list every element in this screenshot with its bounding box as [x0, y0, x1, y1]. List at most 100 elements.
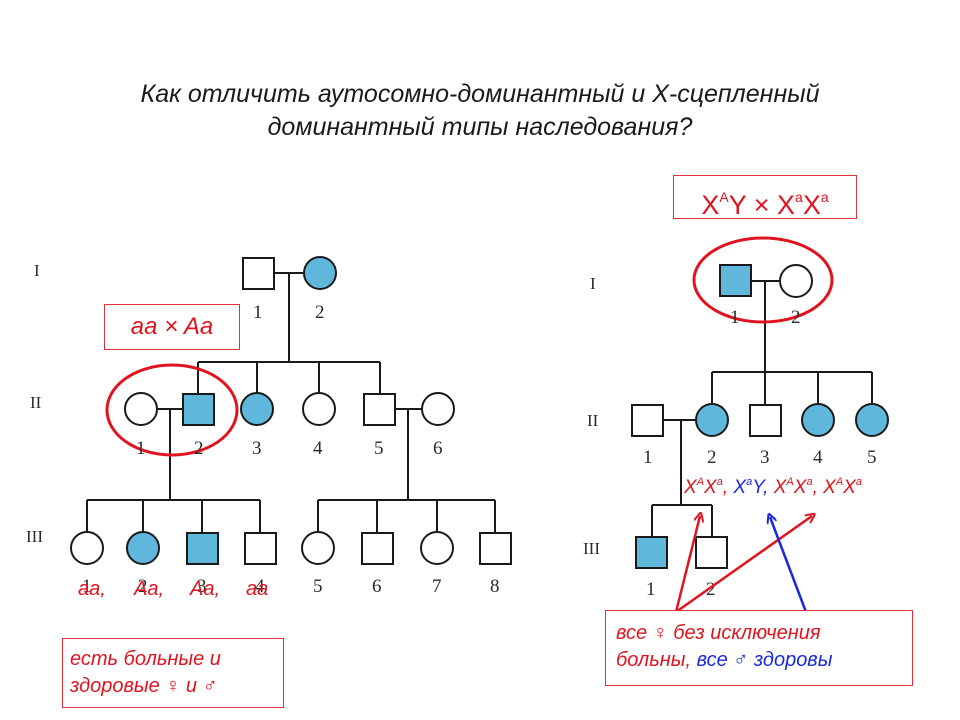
right-num-II-5: 5	[867, 447, 877, 468]
right-individual-numbers: 1 2 1 2 3 4 5 1 2	[643, 307, 877, 600]
left-gen3-female-7	[420, 531, 454, 565]
left-cross-label: aa × Aa	[104, 304, 240, 350]
right-gen3-male-1	[635, 536, 668, 569]
rg2-a: X	[684, 477, 697, 498]
cross-times: ×	[753, 190, 770, 220]
left-individual-numbers: 1 2 1 2 3 4 5 6 1 2 3 4 5 6 7 8	[82, 302, 500, 597]
rg-sep2: ,	[763, 477, 769, 498]
left-pedigree	[70, 256, 512, 565]
left-gen1-female-2	[303, 256, 337, 290]
red-arrow-to-gen2-5	[675, 516, 812, 614]
title-line-2: доминантный типы наследования?	[267, 113, 693, 141]
rg5-b-sup: a	[855, 476, 862, 488]
left-genotype-4: aa	[246, 578, 269, 600]
left-gen3-male-4	[244, 532, 277, 565]
right-num-II-4: 4	[813, 447, 823, 468]
left-num-I-1: 1	[253, 302, 263, 323]
right-generation-labels: I II III	[583, 274, 600, 558]
left-num-III-2: 2	[138, 576, 148, 597]
right-num-I-2: 2	[791, 307, 801, 328]
left-num-I-2: 2	[315, 302, 325, 323]
right-note-line-1: все ♀ без исключения	[616, 622, 821, 644]
right-gen-label-3: III	[583, 539, 600, 558]
left-note-line-1: есть больные и	[70, 648, 221, 670]
right-num-II-1: 1	[643, 447, 653, 468]
right-highlight-ellipse	[692, 236, 834, 324]
left-genotype-3: Aa,	[190, 578, 221, 600]
left-note: есть больные и здоровые ♀ и ♂	[62, 638, 284, 708]
left-num-II-4: 4	[313, 438, 323, 459]
right-gen1-female-2	[779, 264, 813, 298]
rg5-a-sup: A	[835, 476, 844, 488]
left-note-line-2: здоровые ♀ и ♂	[70, 675, 218, 697]
left-genotype-2: Aa,	[134, 578, 165, 600]
rg-sep3: ,	[812, 477, 818, 498]
left-gen-label-2: II	[30, 393, 42, 412]
right-gen3-male-2	[695, 536, 728, 569]
right-gen-label-1: I	[590, 274, 596, 293]
left-num-III-5: 5	[313, 576, 323, 597]
blue-arrow-to-gen2-3	[770, 517, 808, 613]
left-gen2-female-6	[421, 392, 455, 426]
left-gen2-female-3	[240, 392, 274, 426]
rg4-b: X	[793, 477, 807, 498]
right-num-III-1: 1	[646, 579, 656, 600]
right-num-II-2: 2	[707, 447, 717, 468]
left-gen2-male-2	[182, 393, 215, 426]
right-note-line-2-blue: все ♂ здоровы	[696, 649, 833, 671]
rg3-y: Y	[752, 477, 764, 498]
left-gen3-female-2	[126, 531, 160, 565]
annotation-arrows	[674, 516, 812, 614]
title-line-1: Как отличить аутосомно-доминантный и Х-с…	[140, 80, 820, 108]
cross-p1-sup: A	[719, 189, 729, 205]
rg2-b: X	[704, 477, 717, 498]
left-gen-label-1: I	[34, 261, 40, 280]
right-pedigree	[631, 236, 889, 569]
cross-p1-y: Y	[728, 190, 747, 220]
red-arrow-to-gen2-2	[674, 516, 700, 613]
left-num-III-4: 4	[255, 576, 265, 597]
left-num-II-2: 2	[194, 438, 204, 459]
left-gen2-female-1	[124, 392, 158, 426]
rg4-b-sup: a	[806, 476, 813, 488]
cross-p1-x: X	[701, 190, 720, 220]
right-gen2-female-5	[855, 403, 889, 437]
rg4-a: X	[773, 477, 787, 498]
left-gen3-female-1	[70, 531, 104, 565]
right-gen2-female-4	[801, 403, 835, 437]
left-gen3-female-5	[301, 531, 335, 565]
rg4-a-sup: A	[786, 476, 794, 488]
left-num-III-1: 1	[82, 576, 92, 597]
rg-sep1: ,	[722, 477, 729, 498]
rg2-b-sup: a	[716, 476, 723, 488]
cross-p2-x1: X	[777, 190, 796, 220]
cross-p2-sup1: a	[795, 189, 803, 205]
left-num-III-7: 7	[432, 576, 442, 597]
left-gen2-male-5	[363, 393, 396, 426]
left-highlight-ellipse	[105, 363, 239, 457]
left-gen3-male-3	[186, 532, 219, 565]
right-note-line-2-red: больны,	[616, 649, 692, 671]
left-num-II-1: 1	[136, 438, 146, 459]
right-genotype-row: XAXa, XaY, XAXa, XAXa	[684, 476, 862, 499]
left-gen-label-3: III	[26, 527, 43, 546]
left-num-II-3: 3	[252, 438, 262, 459]
left-num-III-3: 3	[197, 576, 207, 597]
rg2-a-sup: A	[696, 476, 705, 488]
rg5-a: X	[823, 477, 836, 498]
left-num-III-8: 8	[490, 576, 500, 597]
right-gen1-male-1	[719, 264, 752, 297]
cross-p2-sup2: a	[820, 189, 829, 205]
left-num-II-5: 5	[374, 438, 384, 459]
right-num-III-2: 2	[706, 579, 716, 600]
cross-p2-x2: X	[802, 190, 821, 220]
left-gen1-male-1	[242, 257, 275, 290]
page-title: Как отличить аутосомно-доминантный и Х-с…	[0, 78, 960, 144]
rg3-a: X	[733, 477, 747, 498]
right-gen-label-2: II	[587, 411, 599, 430]
rg5-b: X	[843, 477, 856, 498]
right-note: все ♀ без исключения больны, все ♂ здоро…	[605, 610, 913, 686]
right-cross-label: XAY × XaXa	[673, 175, 857, 220]
right-num-I-1: 1	[730, 307, 740, 328]
